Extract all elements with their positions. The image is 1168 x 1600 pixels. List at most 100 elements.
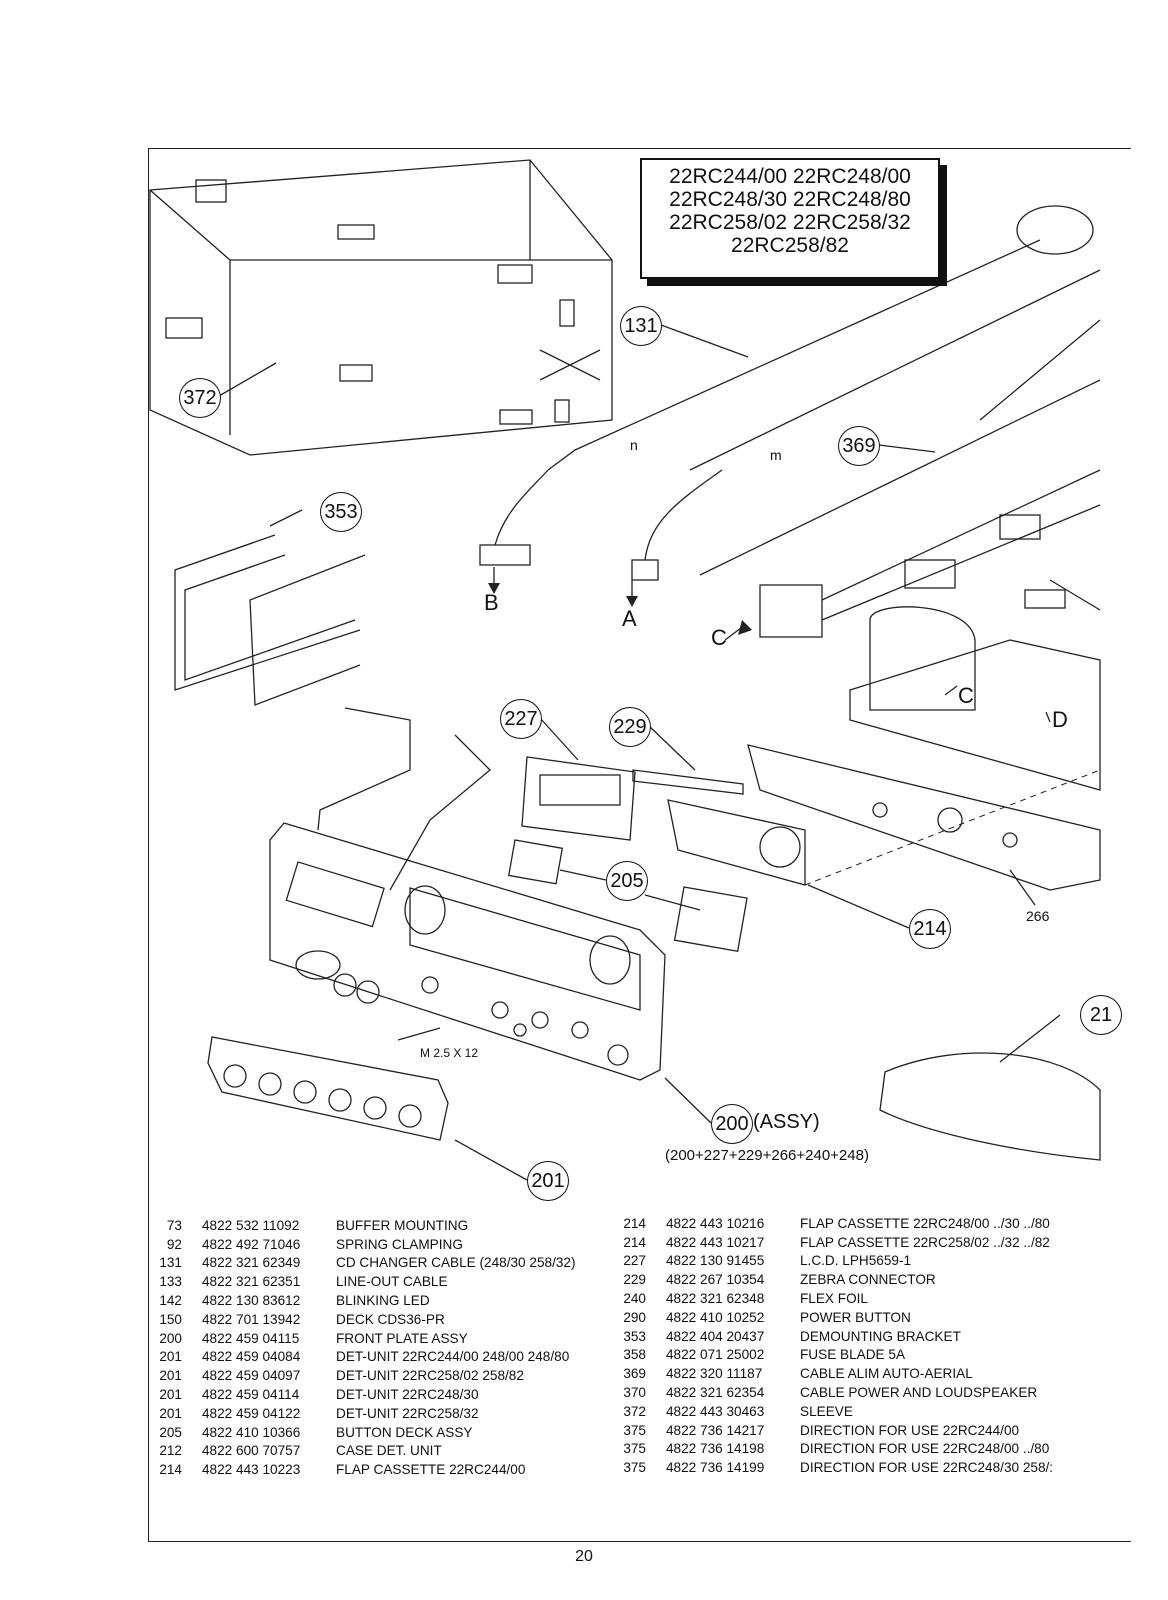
parts-row: 201 4822 459 04084 DET-UNIT 22RC244/00 248… [148,1348,576,1367]
order-code: 4822 701 13942 [202,1311,301,1327]
part-number: 201 [159,1368,182,1384]
model-line: 22RC244/00 22RC248/00 [669,165,911,188]
part-description: LINE-OUT CABLE [336,1274,448,1290]
part-description: FLAP CASSETTE 22RC258/02 ../32 ../82 [800,1234,1050,1250]
part-number: 142 [159,1293,182,1309]
callout-372: 372 [179,378,221,418]
part-description: DEMOUNTING BRACKET [800,1328,961,1344]
order-code: 4822 404 20437 [666,1328,765,1344]
order-code: 4822 736 14198 [666,1441,765,1457]
part-number: 372 [623,1403,646,1419]
parts-row: 73 4822 532 11092 BUFFER MOUNTING [148,1216,576,1235]
order-code: 4822 267 10354 [666,1272,765,1288]
callout-214: 214 [909,909,951,949]
model-line: 22RC248/30 22RC248/80 [669,188,911,211]
part-description: BLINKING LED [336,1293,430,1309]
parts-row: 358 4822 071 25002 FUSE BLADE 5A [612,1346,1053,1365]
order-code: 4822 410 10252 [666,1309,765,1325]
callout-205: 205 [606,861,648,901]
parts-list-left: 73 4822 532 11092 BUFFER MOUNTING 92 4822 49… [148,1216,576,1479]
order-code: 4822 130 91455 [666,1253,765,1269]
part-number: 290 [623,1309,646,1325]
part-number: 201 [159,1387,182,1403]
detachable-unit-drawing [207,1036,449,1141]
order-code: 4822 443 10217 [666,1234,765,1250]
part-number: 227 [623,1253,646,1269]
screw-label-n: n [630,437,638,453]
order-code: 4822 443 30463 [666,1403,765,1419]
part-number: 92 [166,1236,182,1252]
assy-label: (ASSY) [753,1111,820,1133]
model-number-box: 22RC244/00 22RC248/00 22RC248/30 22RC248… [640,158,940,279]
part-description: SPRING CLAMPING [336,1236,463,1252]
cd-changer-cable-drawing [479,205,1101,581]
part-description: CABLE POWER AND LOUDSPEAKER [800,1385,1038,1401]
part-number: 214 [623,1215,646,1231]
part-number: 375 [623,1422,646,1438]
part-description: DIRECTION FOR USE 22RC248/00 ../80 [800,1441,1050,1457]
part-description: FLAP CASSETTE 22RC248/00 ../30 ../80 [800,1215,1050,1231]
part-description: DET-UNIT 22RC258/02 258/82 [336,1368,524,1384]
part-description: FUSE BLADE 5A [800,1347,906,1363]
power-connector-drawing [759,469,1101,638]
part-description: BUFFER MOUNTING [336,1217,469,1233]
part-description: DET-UNIT 22RC244/00 248/00 248/80 [336,1349,570,1365]
front-plate-drawing [269,822,666,1081]
callout-229: 229 [609,707,651,747]
order-code: 4822 459 04084 [202,1349,301,1365]
connector-label-b: B [484,590,499,615]
part-number: 73 [166,1217,182,1233]
parts-row: 214 4822 443 10217 FLAP CASSETTE 22RC258/0… [612,1233,1053,1252]
order-code: 4822 071 25002 [666,1347,765,1363]
part-number: 212 [159,1443,182,1459]
part-number: 133 [159,1274,182,1290]
mounting-sleeve-drawing [149,159,613,456]
order-code: 4822 532 11092 [202,1217,300,1233]
connector-label-c-board: C [958,683,974,708]
part-number: 353 [623,1328,646,1344]
part-description: SLEEVE [800,1403,853,1419]
part-number: 375 [623,1460,646,1476]
order-code: 4822 736 14217 [666,1422,765,1438]
callout-353: 353 [320,492,362,532]
part-number: 358 [623,1347,646,1363]
part-number: 201 [159,1405,182,1421]
order-code: 4822 736 14199 [666,1460,765,1476]
order-code: 4822 492 71046 [202,1236,301,1252]
connector-label-d: D [1052,707,1068,732]
parts-row: 372 4822 443 30463 SLEEVE [612,1402,1053,1421]
part-number: 205 [159,1424,182,1440]
part-number: 214 [623,1234,646,1250]
part-description: DIRECTION FOR USE 22RC248/30 258/: [800,1460,1054,1476]
part-number: 131 [159,1255,182,1271]
part-description: ZEBRA CONNECTOR [800,1272,936,1288]
callout-369: 369 [838,426,880,466]
order-code: 4822 600 70757 [202,1443,301,1459]
part-number: 150 [159,1311,182,1327]
part-number: 200 [159,1330,182,1346]
parts-row: 375 4822 736 14199 DIRECTION FOR USE 22RC2… [612,1458,1053,1477]
part-number: 214 [159,1462,182,1478]
screw-label-m: m [770,447,782,463]
model-line: 22RC258/82 [731,234,849,257]
part-number: 201 [159,1349,182,1365]
part-description: CASE DET. UNIT [336,1443,442,1459]
screw-size-label: M 2.5 X 12 [420,1046,479,1060]
